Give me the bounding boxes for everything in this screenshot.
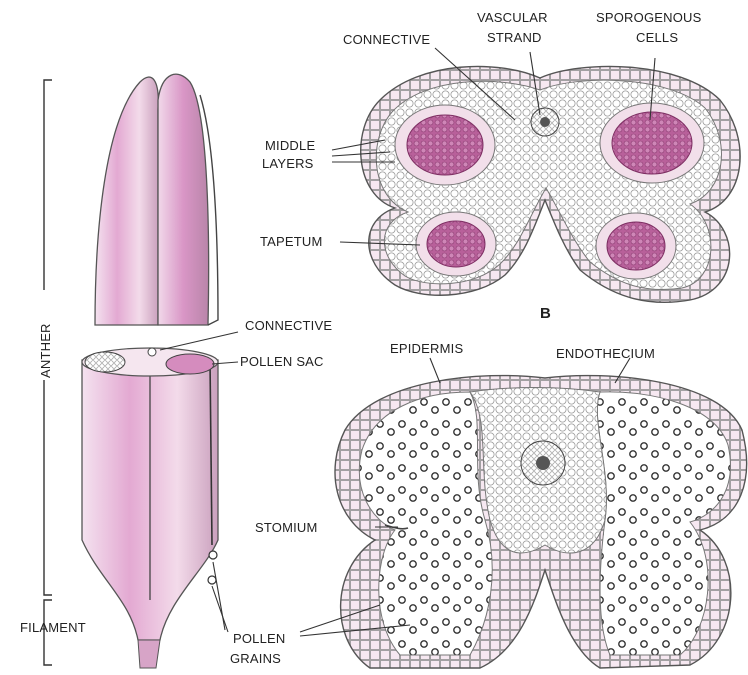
sporogenous-label-line2: CELLS [636, 30, 678, 45]
tapetum-label: TAPETUM [260, 234, 323, 249]
mature-anther-section [335, 376, 747, 668]
sporogenous-label-line1: SPOROGENOUS [596, 10, 702, 25]
panel-b-label: B [540, 305, 551, 322]
connective-top-label: CONNECTIVE [343, 32, 430, 47]
middle-layers-label-line2: LAYERS [262, 156, 314, 171]
young-anther-section [361, 66, 740, 302]
pollen-sac-label: POLLEN SAC [240, 354, 324, 369]
anther-label: ANTHER [38, 323, 53, 378]
pollen-grains-label-line2: GRAINS [230, 651, 281, 666]
pollen-grains-label-line1: POLLEN [233, 631, 286, 646]
filament-label: FILAMENT [20, 620, 86, 635]
stomium-label: STOMIUM [255, 520, 318, 535]
epidermis-label: EPIDERMIS [390, 341, 463, 356]
vascular-strand-label-line2: STRAND [487, 30, 542, 45]
endothecium-label: ENDOTHECIUM [556, 346, 655, 361]
anther-illustration [82, 74, 218, 668]
connective-left-label: CONNECTIVE [245, 318, 332, 333]
vascular-strand-label-line1: VASCULAR [477, 10, 548, 25]
middle-layers-label-line1: MIDDLE [265, 138, 315, 153]
